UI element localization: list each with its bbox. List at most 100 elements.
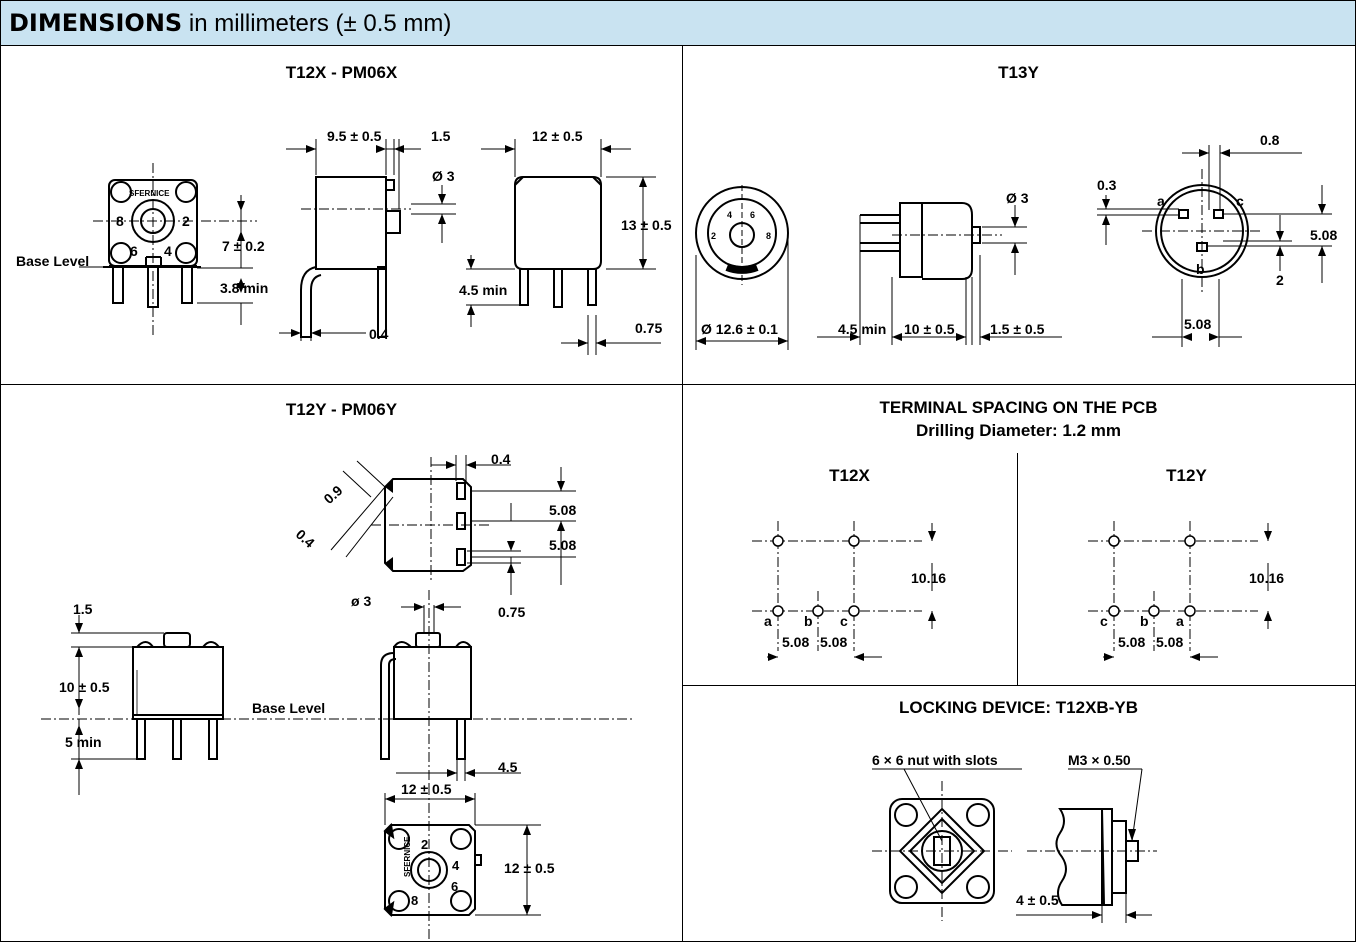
header-rest: in millimeters (± 0.5 mm) bbox=[182, 10, 452, 37]
grid-divider-locking bbox=[682, 685, 1355, 686]
spacing-left-pin-a: a bbox=[764, 613, 772, 629]
t12y-dim-5: 5 min bbox=[65, 734, 102, 750]
spacing-left-508a: 5.08 bbox=[782, 634, 809, 650]
t12x-dim-95: 9.5 ± 0.5 bbox=[327, 128, 382, 144]
spacing-left-1016: 10.16 bbox=[911, 570, 946, 586]
t12x-dial-2: 2 bbox=[182, 213, 190, 229]
t12x-dim-15: 1.5 bbox=[431, 128, 451, 144]
t13y-dim-508a: 5.08 bbox=[1310, 227, 1337, 243]
t12x-dim-13: 13 ± 0.5 bbox=[621, 217, 672, 233]
header-bold: DIMENSIONS bbox=[9, 9, 183, 37]
spacing-right-pin-b: b bbox=[1140, 613, 1149, 629]
t12y-dim-10: 10 ± 0.5 bbox=[59, 679, 110, 695]
grid-divider-spacing bbox=[1017, 453, 1018, 685]
t12y-front-body bbox=[384, 824, 476, 916]
spacing-right-pin-a: a bbox=[1176, 613, 1184, 629]
t13y-pin-b: b bbox=[1196, 261, 1205, 277]
t12y-mid-body bbox=[393, 646, 472, 720]
t12x-drawing: SFERNICE 8 2 6 4 Base Level 7 ± 0.2 3.8 … bbox=[16, 128, 672, 355]
spacing-left-diagram: 10.16 5.08 5.08 a b c bbox=[752, 521, 946, 661]
t13y-dial-4: 4 bbox=[727, 210, 732, 220]
t13y-dim-phi126: Ø 12.6 ± 0.1 bbox=[701, 321, 778, 337]
t12y-dim-09: 0.9 bbox=[320, 482, 345, 507]
t12y-drawing: 0.4 0.9 0.4 5.08 5.08 0.75 bbox=[41, 451, 633, 941]
t13y-dial-2: 2 bbox=[711, 231, 716, 241]
panel-t12x-title: T12X - PM06X bbox=[285, 63, 398, 82]
spacing-right-1016: 10.16 bbox=[1249, 570, 1284, 586]
spacing-subtitle: Drilling Diameter: 1.2 mm bbox=[915, 421, 1121, 440]
t13y-dim-2: 2 bbox=[1276, 272, 1284, 288]
t12y-dim-phi3: ø 3 bbox=[351, 593, 371, 609]
grid-divider-row1 bbox=[1, 384, 1355, 385]
t13y-dim-45: 4.5 min bbox=[838, 321, 886, 337]
t12y-dim-04b: 0.4 bbox=[293, 526, 318, 551]
t12y-brand: SFERNICE bbox=[403, 836, 412, 877]
t12x-side-body bbox=[315, 176, 387, 270]
t13y-dim-15: 1.5 ± 0.5 bbox=[990, 321, 1045, 337]
t13y-dial-8: 8 bbox=[766, 231, 771, 241]
spacing-left-pin-b: b bbox=[804, 613, 813, 629]
t12x-dim-38: 3.8 min bbox=[220, 280, 268, 296]
locking-drawing: 6 × 6 nut with slots M3 × 0.50 4 ± 0.5 bbox=[872, 752, 1157, 923]
t12x-dial-6: 6 bbox=[130, 243, 138, 259]
t12x-dim-phi3: Ø 3 bbox=[432, 168, 455, 184]
t12x-dim-7: 7 ± 0.2 bbox=[222, 238, 265, 254]
t12y-dim-12b: 12 ± 0.5 bbox=[504, 860, 555, 876]
t12x-dim-075: 0.75 bbox=[635, 320, 662, 336]
dimensions-header: DIMENSIONS in millimeters (± 0.5 mm) bbox=[1, 1, 1355, 46]
locking-title: LOCKING DEVICE: T12XB-YB bbox=[899, 698, 1138, 717]
t12x-dim-12: 12 ± 0.5 bbox=[532, 128, 583, 144]
panel-t12y-title: T12Y - PM06Y bbox=[285, 400, 398, 419]
t12x-hole-bl bbox=[110, 242, 132, 264]
t12y-dial-6: 6 bbox=[451, 879, 458, 894]
t12y-dial-8: 8 bbox=[411, 893, 418, 908]
t12y-dim-508a: 5.08 bbox=[549, 502, 576, 518]
t13y-side-base bbox=[899, 202, 923, 278]
locking-nut-label: 6 × 6 nut with slots bbox=[872, 752, 998, 768]
t12x-dim-45: 4.5 min bbox=[459, 282, 507, 298]
t12y-base-level: Base Level bbox=[252, 700, 325, 716]
spacing-left-title: T12X bbox=[829, 466, 870, 485]
t13y-side-body bbox=[922, 202, 973, 280]
spacing-right-diagram: 10.16 5.08 5.08 c b a bbox=[1088, 521, 1284, 661]
t12y-dim-12a: 12 ± 0.5 bbox=[401, 781, 452, 797]
t12x-hole-tl bbox=[110, 181, 132, 203]
grid-divider-vertical bbox=[682, 45, 683, 941]
t13y-drawing: 4 6 2 8 Ø 12.6 ± 0.1 bbox=[695, 132, 1337, 350]
t12y-dim-508b: 5.08 bbox=[549, 537, 576, 553]
locking-dim-4: 4 ± 0.5 bbox=[1016, 892, 1059, 908]
t12x-hole-br bbox=[175, 242, 197, 264]
t12y-dial-2: 2 bbox=[421, 837, 428, 852]
t12y-dim-04: 0.4 bbox=[491, 451, 511, 467]
spacing-left-pin-c: c bbox=[840, 613, 848, 629]
t13y-dial-6: 6 bbox=[750, 210, 755, 220]
header-text: DIMENSIONS in millimeters (± 0.5 mm) bbox=[9, 9, 451, 38]
t13y-pin-c: c bbox=[1236, 193, 1244, 209]
t12x-dim-04: 0.4 bbox=[369, 326, 389, 342]
spacing-right-title: T12Y bbox=[1166, 466, 1207, 485]
spacing-right-508b: 5.08 bbox=[1156, 634, 1183, 650]
locking-nut-body bbox=[889, 798, 995, 904]
locking-side-body bbox=[1055, 808, 1106, 906]
t12x-brand: SFERNICE bbox=[129, 189, 170, 198]
spacing-title: TERMINAL SPACING ON THE PCB bbox=[879, 398, 1158, 417]
panel-t13y-title: T13Y bbox=[998, 63, 1039, 82]
t12y-dim-45: 4.5 bbox=[498, 759, 518, 775]
t12x-rear-body bbox=[514, 176, 602, 270]
t12y-dial-4: 4 bbox=[452, 858, 460, 873]
t12y-dim-15: 1.5 bbox=[73, 601, 93, 617]
spacing-right-pin-c: c bbox=[1100, 613, 1108, 629]
t12y-dim-075: 0.75 bbox=[498, 604, 525, 620]
t12x-base-level: Base Level bbox=[16, 253, 89, 269]
t13y-dim-03: 0.3 bbox=[1097, 177, 1117, 193]
t12x-dial-8: 8 bbox=[116, 213, 124, 229]
t12x-dial-4: 4 bbox=[164, 243, 172, 259]
t12y-top-body bbox=[384, 478, 472, 572]
locking-thread-label: M3 × 0.50 bbox=[1068, 752, 1131, 768]
t13y-pin-a: a bbox=[1157, 193, 1165, 209]
spacing-left-508b: 5.08 bbox=[820, 634, 847, 650]
spacing-right-508a: 5.08 bbox=[1118, 634, 1145, 650]
t13y-dim-phi3: Ø 3 bbox=[1006, 190, 1029, 206]
t13y-dim-508b: 5.08 bbox=[1184, 316, 1211, 332]
